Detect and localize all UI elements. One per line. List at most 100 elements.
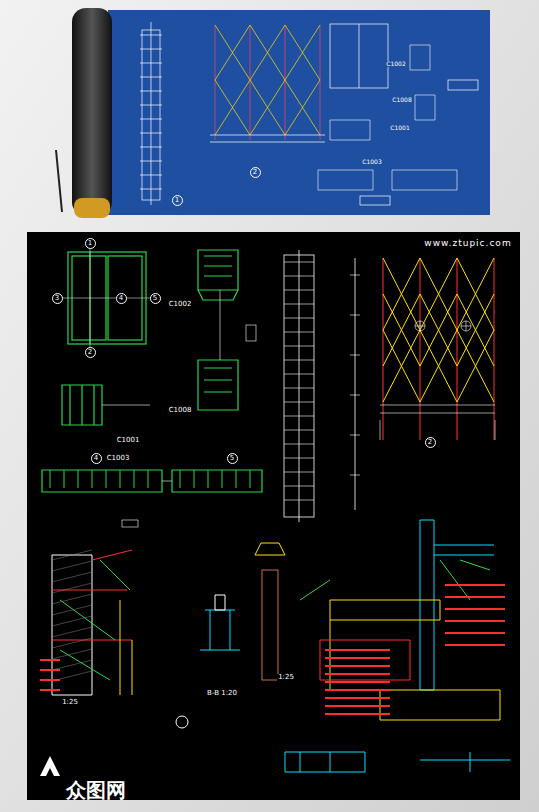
scale-note: 1:25 <box>61 699 79 706</box>
stroke <box>420 330 457 402</box>
stroke <box>284 416 314 417</box>
stroke <box>457 258 494 330</box>
part-code: C1002 <box>168 301 193 308</box>
stroke <box>383 258 420 330</box>
stroke <box>52 627 92 637</box>
stroke <box>383 294 420 366</box>
callout-circle: 5 <box>150 293 161 304</box>
stroke <box>284 388 314 389</box>
callout-circle: 4 <box>91 453 102 464</box>
callout-circle: 3 <box>52 293 63 304</box>
stroke <box>284 304 314 305</box>
stroke <box>350 355 360 356</box>
stroke <box>215 25 250 80</box>
stroke <box>64 470 65 488</box>
stroke <box>420 330 457 402</box>
stroke <box>284 458 314 459</box>
stroke <box>457 330 494 402</box>
stroke <box>383 330 420 402</box>
stroke <box>250 25 251 140</box>
stroke <box>325 673 390 675</box>
stroke <box>250 25 285 80</box>
stroke <box>325 681 390 683</box>
callout-circle: 2 <box>85 347 96 358</box>
stroke <box>250 80 285 135</box>
stroke <box>445 584 505 586</box>
stroke <box>457 330 494 402</box>
stroke <box>210 135 325 136</box>
stroke <box>325 705 390 707</box>
stroke <box>325 665 390 667</box>
stroke <box>250 470 251 488</box>
stroke <box>320 25 321 140</box>
stroke <box>215 25 250 80</box>
part-code: C1002 <box>385 61 406 67</box>
stroke <box>148 470 149 488</box>
stroke <box>52 660 92 670</box>
stroke <box>420 258 457 330</box>
stroke <box>284 290 314 291</box>
stroke <box>180 470 181 488</box>
stroke <box>284 360 314 361</box>
stroke <box>140 105 162 106</box>
stroke <box>140 189 162 190</box>
stroke <box>52 605 92 615</box>
stroke <box>140 49 162 50</box>
part-code: C1008 <box>391 97 412 103</box>
callout-number: 5 <box>230 455 234 462</box>
stroke <box>284 332 314 333</box>
stroke <box>383 258 420 330</box>
stroke <box>140 77 162 78</box>
stroke <box>350 475 360 476</box>
stroke <box>52 583 92 593</box>
stroke <box>383 294 420 366</box>
stroke <box>420 258 457 330</box>
part-code: C1001 <box>116 437 141 444</box>
callout-number: 1 <box>175 197 179 204</box>
stroke <box>140 119 162 120</box>
scale-note: B-B 1:20 <box>206 690 238 697</box>
stroke <box>78 470 79 488</box>
stroke <box>140 35 162 36</box>
callout-number: 4 <box>119 295 123 302</box>
stroke <box>52 638 92 648</box>
stroke <box>215 80 250 135</box>
stroke <box>140 161 162 162</box>
watermark: www.ztupic.com <box>423 239 512 248</box>
callout-number: 2 <box>88 349 92 356</box>
stroke <box>445 632 505 634</box>
stroke <box>120 470 121 488</box>
stroke <box>285 25 320 80</box>
callout-number: 2 <box>428 439 432 446</box>
stroke <box>457 258 494 330</box>
stroke <box>215 25 216 140</box>
stroke <box>420 294 457 366</box>
stroke <box>325 649 390 651</box>
stroke <box>285 80 320 135</box>
stroke <box>284 374 314 375</box>
stroke <box>140 175 162 176</box>
stroke <box>208 470 209 488</box>
callout-number: 2 <box>253 169 257 176</box>
stroke <box>457 294 494 366</box>
stroke <box>140 147 162 148</box>
stroke <box>284 430 314 431</box>
stroke <box>222 470 223 488</box>
callout-circle: 2 <box>250 167 261 178</box>
stroke <box>250 25 285 80</box>
stroke <box>284 262 314 263</box>
stroke <box>284 486 314 487</box>
stroke <box>284 318 314 319</box>
stroke <box>445 596 505 598</box>
callout-circle: 1 <box>172 195 183 206</box>
callout-number: 3 <box>55 295 59 302</box>
stroke <box>194 470 195 488</box>
stroke <box>134 470 135 488</box>
stroke <box>284 472 314 473</box>
stroke <box>445 620 505 622</box>
part-code: C1003 <box>361 159 382 165</box>
stroke <box>285 25 286 140</box>
stroke <box>106 470 107 488</box>
callout-circle: 1 <box>85 238 96 249</box>
